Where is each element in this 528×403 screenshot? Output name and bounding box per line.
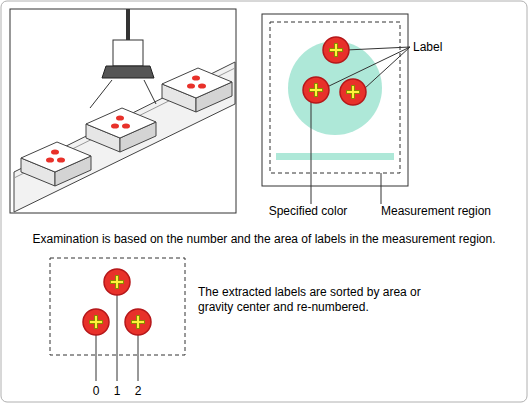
specified-color-area xyxy=(288,41,382,135)
label-mark xyxy=(340,79,366,105)
callout-number: 0 xyxy=(93,384,100,399)
label-mark xyxy=(303,77,329,103)
package-box xyxy=(162,68,232,112)
measurement-region xyxy=(270,22,400,173)
red-circle xyxy=(340,79,366,105)
red-circle xyxy=(323,37,349,63)
camera-base xyxy=(102,66,154,78)
gravity-cross xyxy=(347,86,359,98)
gravity-cross xyxy=(330,44,342,56)
label-mark xyxy=(323,37,349,63)
belt-edge xyxy=(14,68,235,178)
red-label xyxy=(122,123,130,128)
red-label xyxy=(187,83,195,88)
cross-outline xyxy=(131,315,145,329)
cross-outline xyxy=(110,275,124,289)
callout-label: Label xyxy=(413,40,442,55)
description-text: Examination is based on the number and t… xyxy=(33,232,496,247)
leader-line xyxy=(364,47,410,89)
note-text: The extracted labels are sorted by area … xyxy=(198,285,434,315)
package-box xyxy=(21,142,91,186)
camera xyxy=(90,9,156,108)
illustration-frame xyxy=(10,9,236,213)
box-top xyxy=(86,108,156,138)
package-box xyxy=(86,108,156,152)
callout-number: 2 xyxy=(135,384,142,399)
label-mark xyxy=(125,309,151,335)
red-circle xyxy=(83,309,109,335)
camera-cable xyxy=(126,9,130,42)
red-label xyxy=(192,75,200,80)
red-label xyxy=(46,157,54,162)
gravity-cross xyxy=(111,276,123,288)
leader-line xyxy=(311,100,312,204)
conveyor-illustration xyxy=(14,9,235,212)
specified-color-bar xyxy=(276,153,394,160)
camera-body xyxy=(113,40,143,66)
cross-outline xyxy=(346,85,360,99)
box-top xyxy=(162,68,232,98)
leader-line xyxy=(346,47,410,50)
red-label xyxy=(116,115,124,120)
callout-label: Specified color xyxy=(269,204,348,219)
cross-outline xyxy=(329,43,343,57)
view-line xyxy=(144,80,156,104)
red-circle xyxy=(104,269,130,295)
red-label xyxy=(198,83,206,88)
conveyor-belt xyxy=(14,62,235,212)
red-label xyxy=(111,123,119,128)
gravity-cross xyxy=(132,316,144,328)
view-frame xyxy=(262,14,408,186)
label-mark xyxy=(83,309,109,335)
callout-label: Measurement region xyxy=(381,204,491,219)
red-label xyxy=(51,149,59,154)
leader-line xyxy=(381,173,382,204)
leader-line xyxy=(117,294,118,381)
callout-number: 1 xyxy=(114,384,121,399)
cross-outline xyxy=(89,315,103,329)
view-line xyxy=(90,80,112,108)
red-label xyxy=(57,157,65,162)
gravity-cross xyxy=(90,316,102,328)
box-top xyxy=(21,142,91,172)
label-mark xyxy=(104,269,130,295)
leader-line xyxy=(138,334,139,381)
red-circle xyxy=(125,309,151,335)
cross-outline xyxy=(309,83,323,97)
leader-lines xyxy=(96,47,410,381)
leader-line xyxy=(96,334,97,381)
gravity-cross xyxy=(310,84,322,96)
red-circle xyxy=(303,77,329,103)
